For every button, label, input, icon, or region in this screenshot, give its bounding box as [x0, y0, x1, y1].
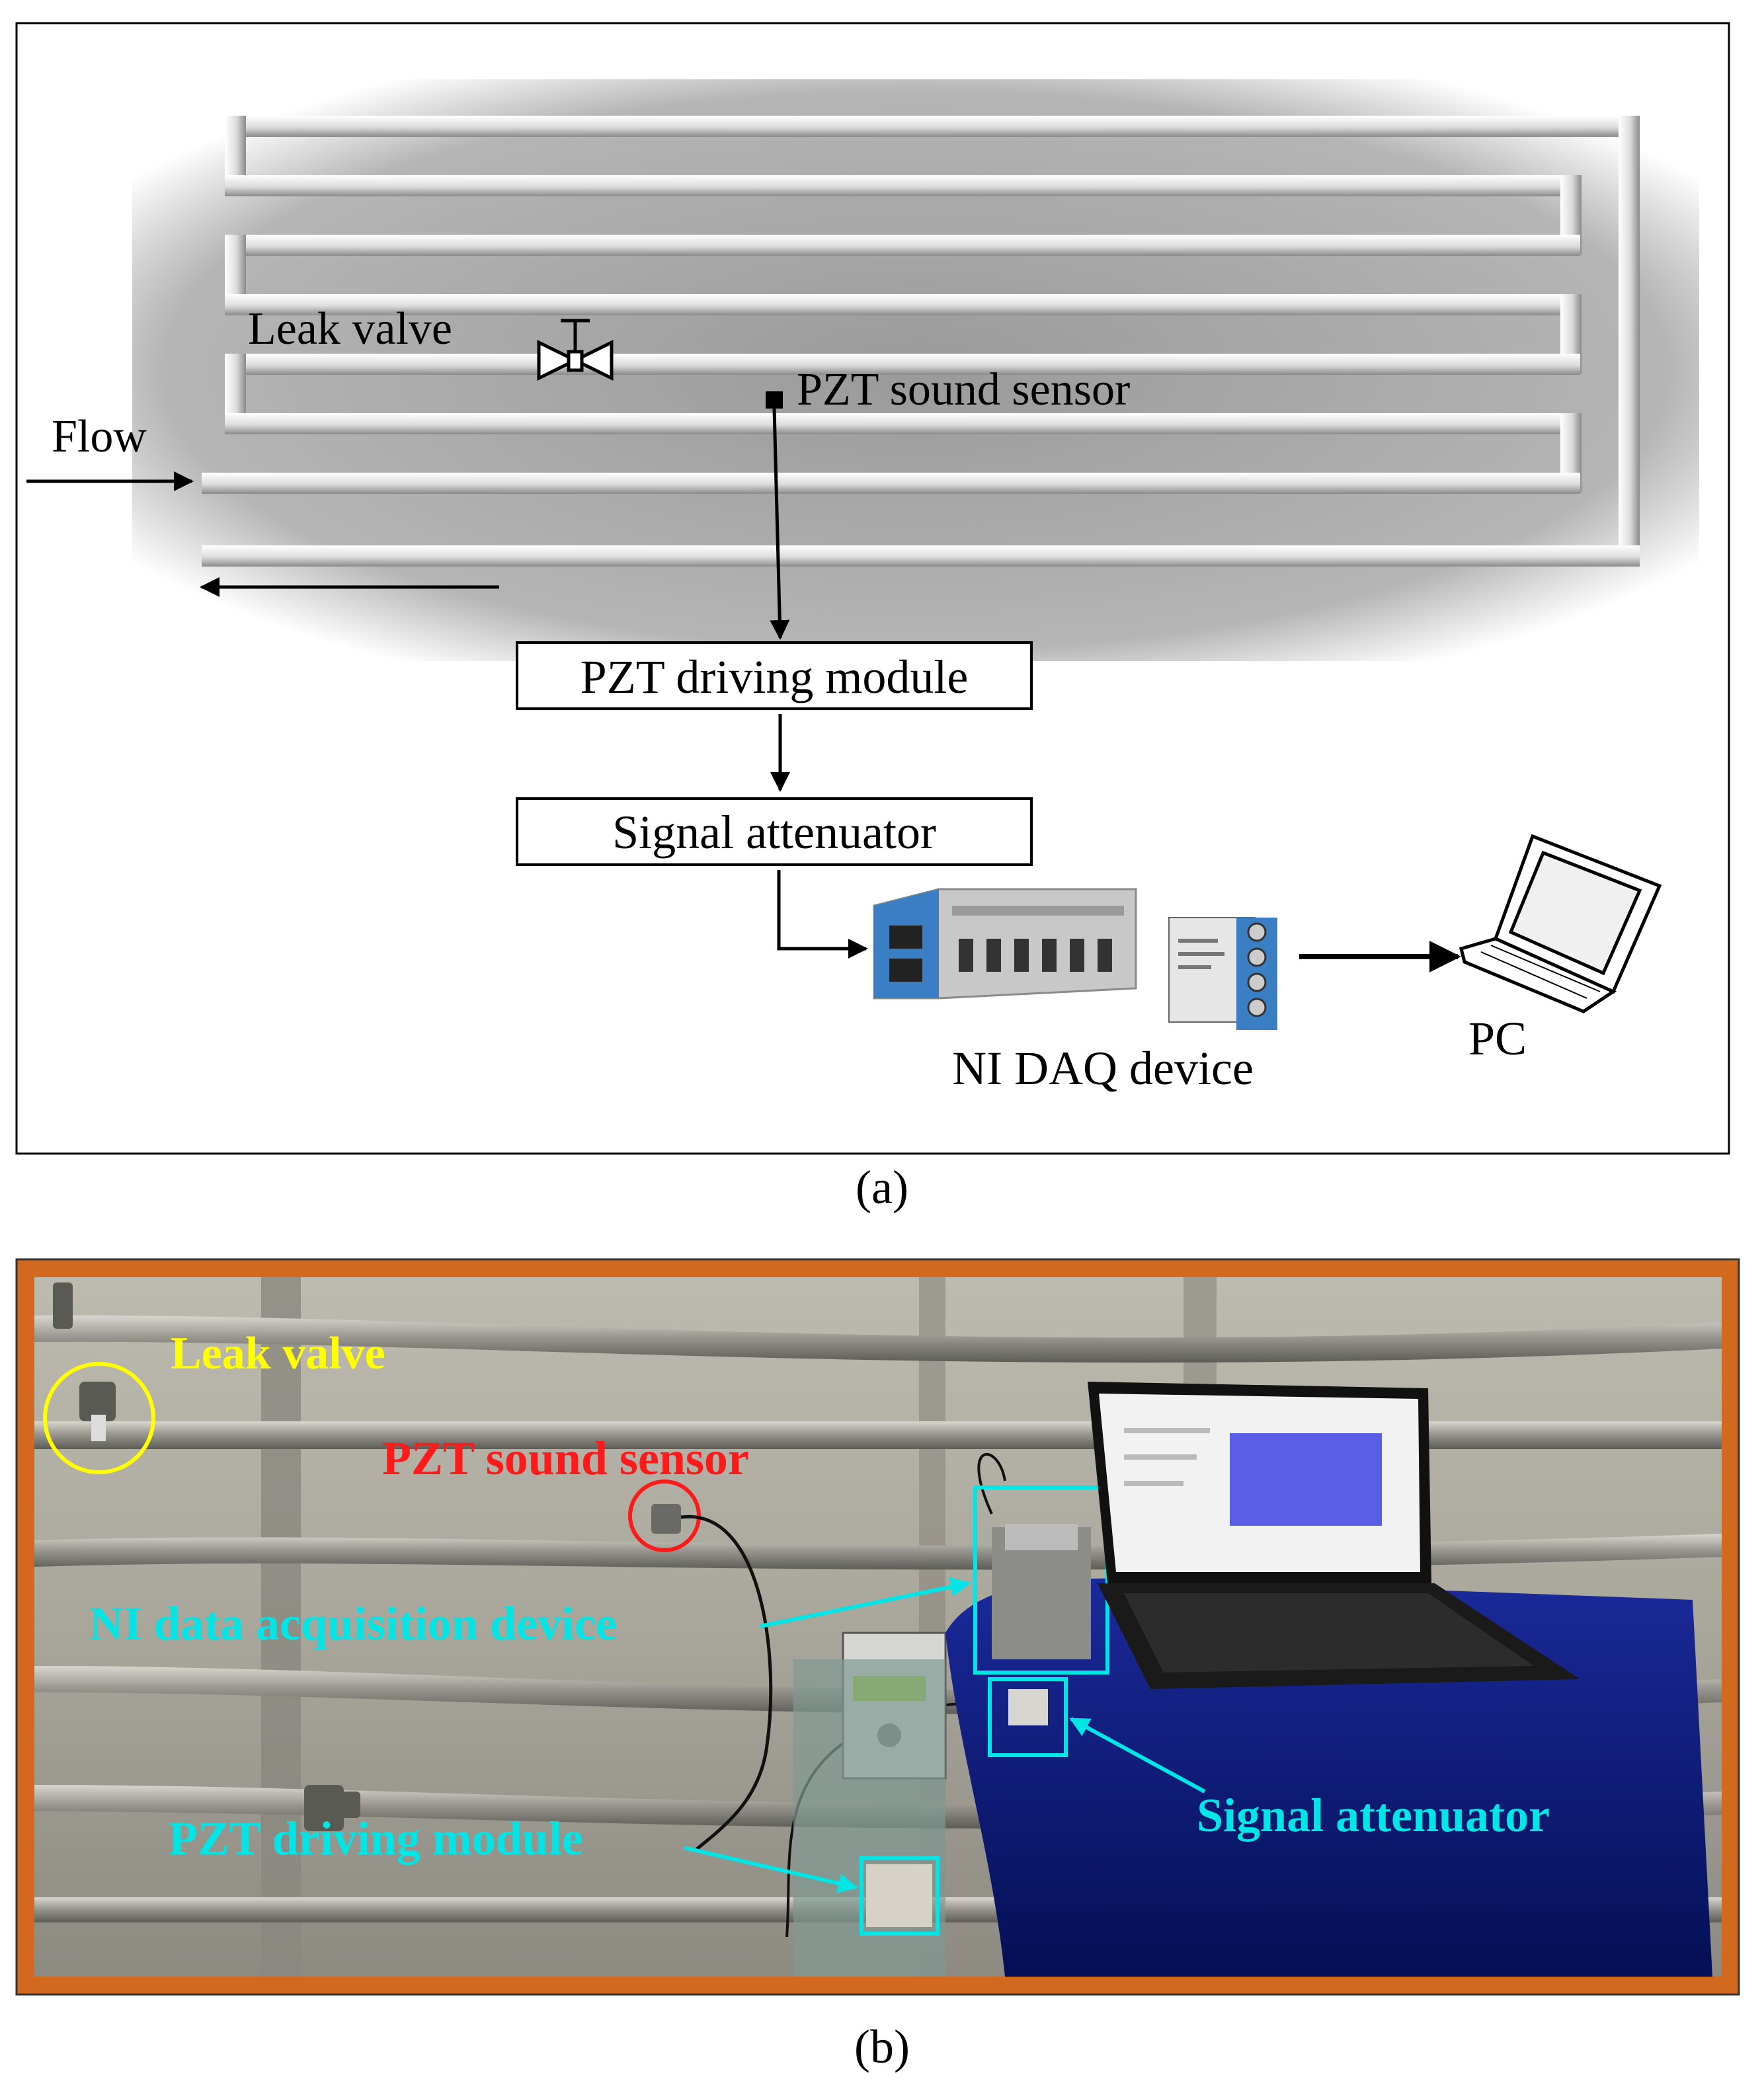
leak-valve-label: Leak valve [248, 303, 452, 354]
leak-valve-icon [537, 319, 614, 381]
pzt-sensor-marker [766, 391, 783, 409]
panel-b: Leak valve PZT sound sensor PZT driving … [15, 1258, 1740, 1996]
panel-a: Leak valve PZT sound sensor Flow PZT dri… [15, 22, 1730, 1155]
ni-module-icon [1168, 917, 1277, 1030]
leak-valve-marker [43, 1362, 155, 1474]
ni-daq-pointer [760, 1577, 971, 1628]
pipeline-serpentine [202, 116, 1640, 567]
photo-laptop [1088, 1382, 1580, 1689]
pzt-driving-module-marker [860, 1856, 940, 1936]
caption-a: (a) [856, 1161, 908, 1214]
sensor-to-driver-arrow [770, 408, 790, 640]
caption-b: (b) [854, 2020, 910, 2073]
signal-attenuator-box [516, 797, 1033, 866]
attenuator-to-daq-arrow [777, 870, 868, 959]
ni-daq-chassis-icon [873, 888, 1137, 1000]
pzt-driving-module-pointer [684, 1846, 858, 1893]
flow-label: Flow [52, 411, 147, 462]
pzt-driving-module-box [516, 641, 1033, 710]
photo-ni-daq-label: NI data acquisition device [89, 1597, 617, 1650]
pzt-sensor-marker-photo [628, 1479, 701, 1552]
pc-label: PC [1468, 1012, 1527, 1065]
photo-leak-valve-label: Leak valve [171, 1328, 385, 1379]
photo-pzt-driving-module-label: PZT driving module [169, 1812, 583, 1865]
photo-valve-top [53, 1282, 116, 1441]
pzt-sound-sensor-label: PZT sound sensor [797, 364, 1130, 415]
signal-attenuator-label: Signal attenuator [612, 806, 936, 859]
pzt-driving-module-label: PZT driving module [581, 651, 969, 703]
signal-attenuator-pointer [1069, 1717, 1206, 1794]
ni-daq-device-label: NI DAQ device [952, 1042, 1254, 1095]
photo-valve-bottom [304, 1785, 360, 1831]
photo-signal-attenuator-label: Signal attenuator [1197, 1789, 1550, 1842]
signal-attenuator-marker [988, 1677, 1068, 1757]
laptop-icon [1459, 834, 1662, 1013]
photo-pzt-sound-sensor-label: PZT sound sensor [382, 1432, 749, 1485]
